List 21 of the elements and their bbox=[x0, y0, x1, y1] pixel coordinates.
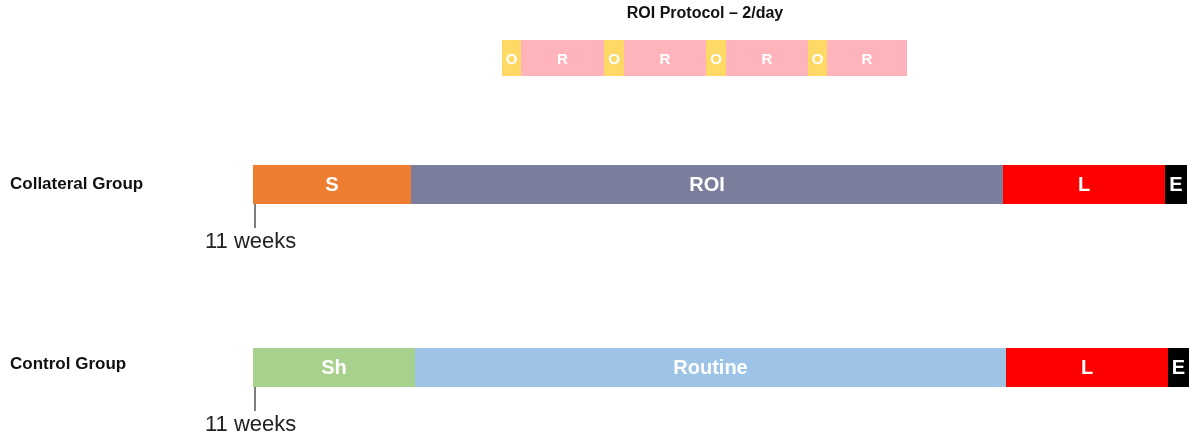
timeline-segment: R bbox=[827, 40, 907, 76]
group-label: Collateral Group bbox=[10, 174, 144, 194]
timeline-segment: O bbox=[808, 40, 827, 76]
timeline-segment: L bbox=[1006, 348, 1168, 387]
timeline-segment: E bbox=[1165, 165, 1187, 204]
timeline-segment: S bbox=[253, 165, 411, 204]
timeline-segment: R bbox=[726, 40, 808, 76]
time-label: 11 weeks bbox=[205, 228, 297, 254]
timeline-segment: R bbox=[624, 40, 706, 76]
timeline-segment: L bbox=[1003, 165, 1165, 204]
timeline-segment: O bbox=[604, 40, 624, 76]
timeline-segment: Routine bbox=[415, 348, 1006, 387]
timeline-segment: O bbox=[502, 40, 521, 76]
timeline-segment: R bbox=[521, 40, 604, 76]
group-label: Control Group bbox=[10, 354, 127, 374]
title: ROI Protocol – 2/day bbox=[625, 4, 785, 22]
timeline-segment: O bbox=[706, 40, 726, 76]
time-label: 11 weeks bbox=[205, 411, 297, 437]
timeline-segment: ROI bbox=[411, 165, 1003, 204]
timeline-segment: E bbox=[1168, 348, 1189, 387]
timeline-segment: Sh bbox=[253, 348, 415, 387]
